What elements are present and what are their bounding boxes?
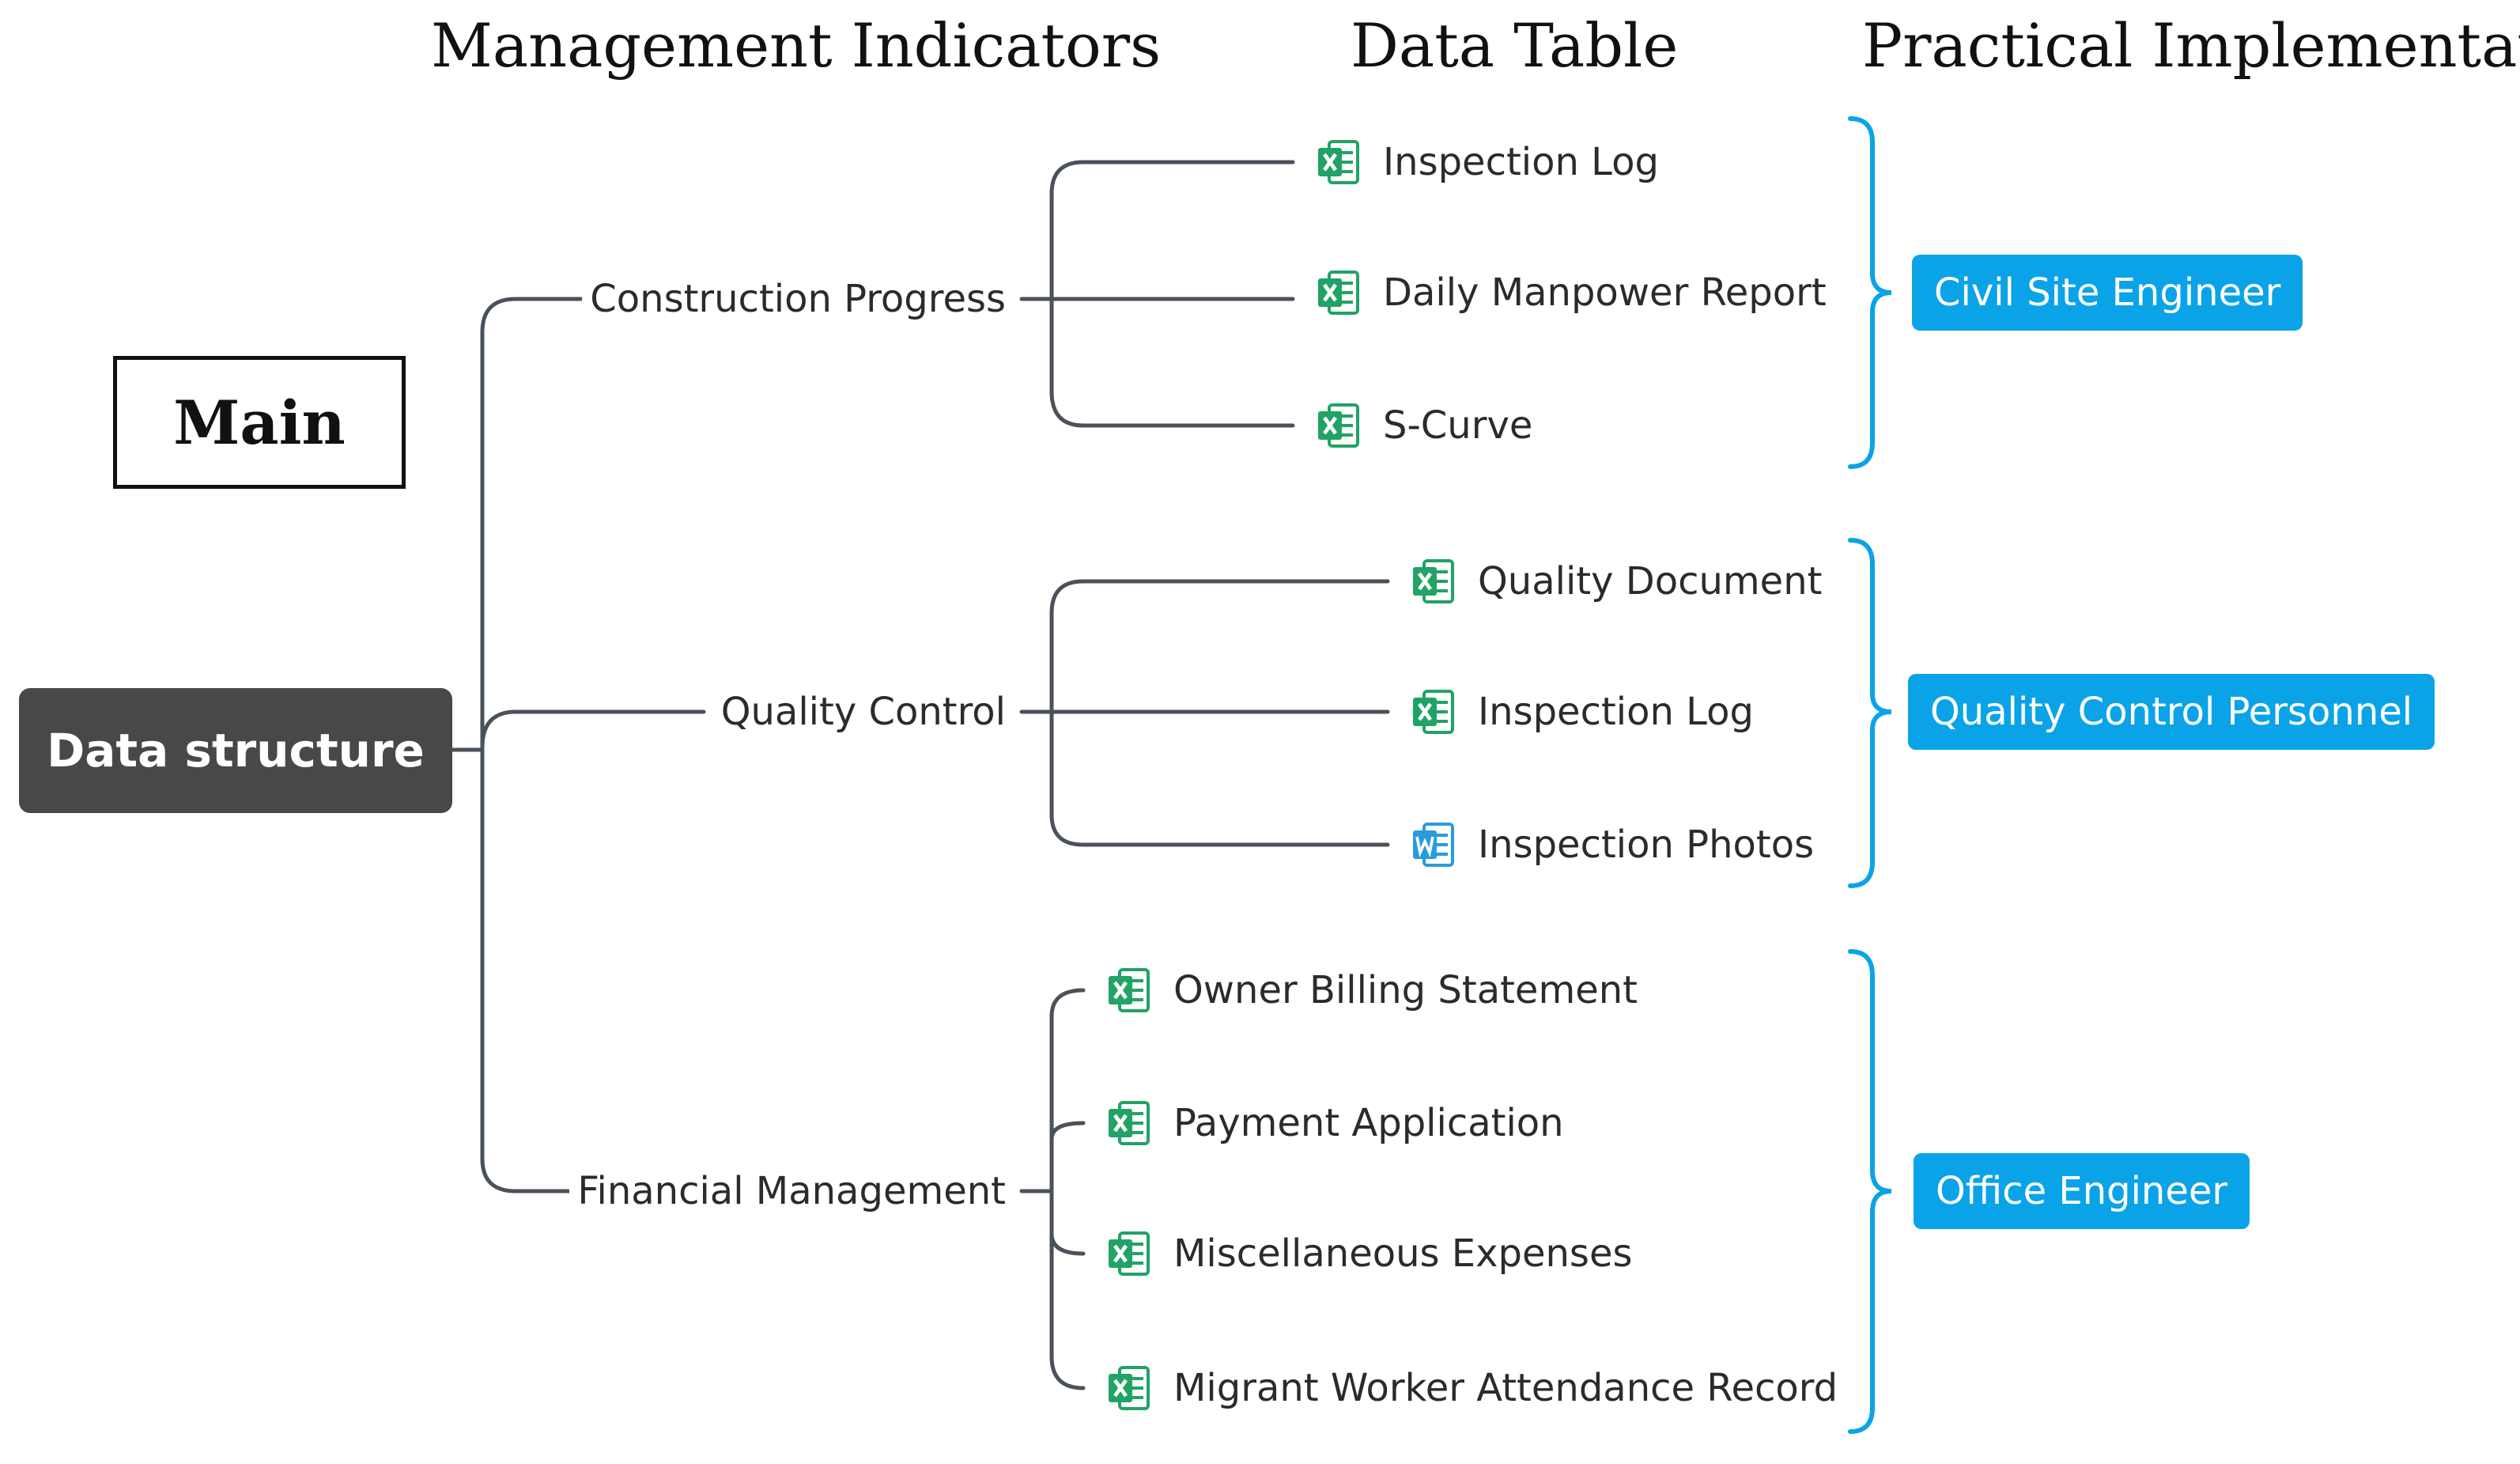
indicator-construction-progress[interactable]: Construction Progress (582, 267, 1014, 331)
table-item[interactable]: Migrant Worker Attendance Record (1107, 1356, 1838, 1420)
table-item[interactable]: Payment Application (1107, 1091, 1564, 1155)
role-office-engineer[interactable]: Office Engineer (1914, 1153, 2250, 1229)
excel-icon (1318, 403, 1359, 448)
table-label: Miscellaneous Expenses (1173, 1231, 1633, 1276)
excel-icon (1413, 690, 1454, 734)
table-label: S-Curve (1383, 403, 1533, 448)
indicator-quality-control[interactable]: Quality Control (712, 680, 1014, 743)
header-management-indicators: Management Indicators (431, 10, 1162, 81)
excel-icon (1109, 1231, 1150, 1276)
table-label: Inspection Log (1478, 690, 1754, 734)
table-item[interactable]: Daily Manpower Report (1317, 261, 1827, 324)
table-label: Quality Document (1478, 559, 1823, 603)
table-item[interactable]: Quality Document (1411, 550, 1822, 613)
table-label: Migrant Worker Attendance Record (1173, 1366, 1838, 1410)
financial-branch-connector (1019, 988, 1086, 1390)
role-civil-site-engineer[interactable]: Civil Site Engineer (1912, 255, 2303, 331)
construction-branch-connector (1019, 160, 1295, 428)
excel-icon (1109, 1101, 1150, 1145)
bracket-office (1848, 949, 1892, 1434)
excel-icon (1413, 559, 1454, 603)
excel-icon (1109, 1366, 1150, 1410)
table-label: Inspection Log (1383, 140, 1659, 184)
excel-icon (1109, 968, 1150, 1012)
role-quality-control-personnel[interactable]: Quality Control Personnel (1908, 674, 2435, 750)
table-item[interactable]: Inspection Log (1317, 131, 1659, 194)
quality-branch-connector (1019, 579, 1390, 847)
bracket-civil (1848, 116, 1892, 469)
table-label: Payment Application (1173, 1101, 1564, 1145)
indicator-financial-management[interactable]: Financial Management (569, 1159, 1014, 1223)
header-data-table: Data Table (1351, 10, 1679, 81)
excel-icon (1318, 270, 1359, 315)
root-node[interactable]: Data structure (19, 688, 452, 813)
table-item[interactable]: Inspection Photos (1411, 813, 1814, 876)
bracket-quality (1848, 538, 1892, 888)
table-label: Inspection Photos (1478, 823, 1815, 867)
excel-icon (1318, 140, 1359, 184)
table-label: Owner Billing Statement (1173, 968, 1638, 1012)
table-item[interactable]: Owner Billing Statement (1107, 959, 1638, 1022)
table-item[interactable]: Inspection Log (1411, 680, 1754, 743)
header-practical-implementation: Practical Implementation (1862, 10, 2520, 81)
main-label-box: Main (113, 356, 406, 489)
word-icon (1413, 823, 1454, 867)
table-item[interactable]: Miscellaneous Expenses (1107, 1222, 1632, 1285)
table-label: Daily Manpower Report (1383, 270, 1827, 315)
root-connector (450, 297, 706, 1194)
table-item[interactable]: S-Curve (1317, 394, 1532, 457)
